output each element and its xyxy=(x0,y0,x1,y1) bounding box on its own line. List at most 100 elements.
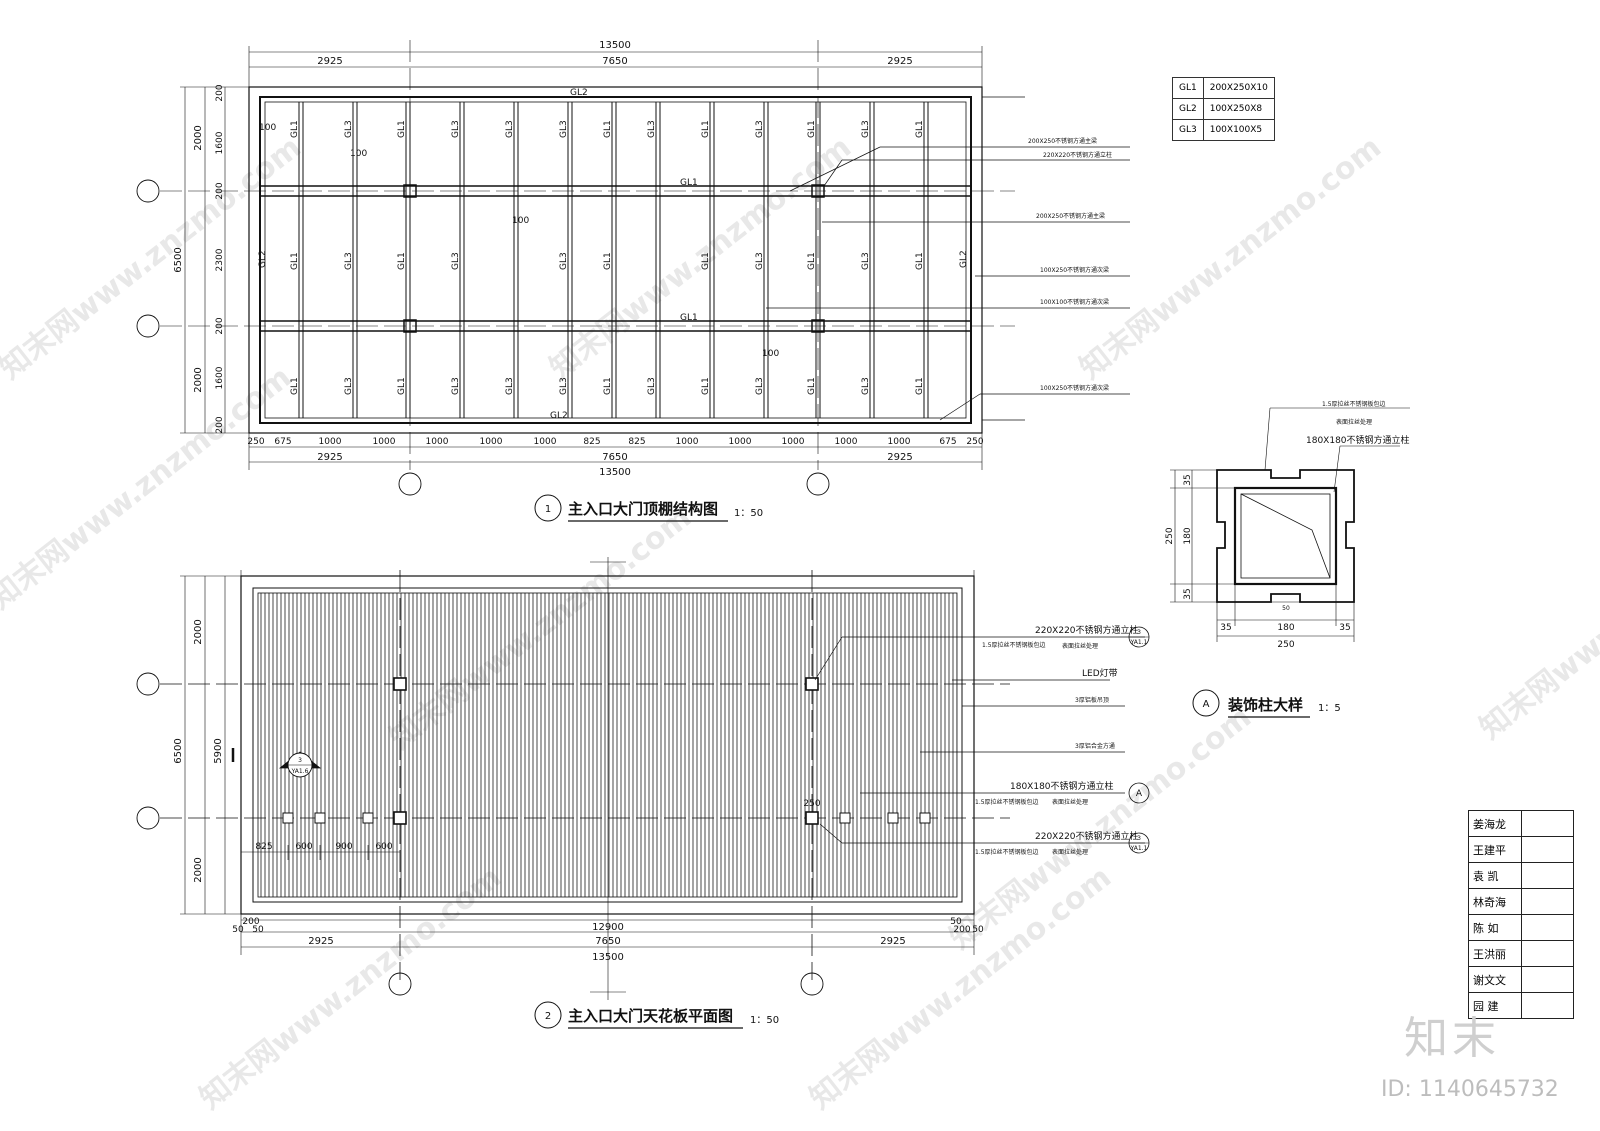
plan1-beam-label: GL1 xyxy=(701,252,711,270)
plan1-beam-label: GL1 xyxy=(680,313,698,323)
plan1-beam-label: GL3 xyxy=(451,377,461,395)
plan1-beam-label: GL1 xyxy=(915,120,925,138)
plan1-dim-seg: 1000 xyxy=(534,437,557,447)
plan1-beam-label: GL3 xyxy=(861,252,871,270)
plan1-dim-left-inner: 200 xyxy=(215,416,225,433)
plan2-ref-sheet: YA1.1 xyxy=(1130,639,1148,646)
plan1-beam-label: GL3 xyxy=(755,252,765,270)
plan1-beam-label: GL1 xyxy=(397,377,407,395)
plan2-ref-num: 3 xyxy=(1137,835,1141,842)
watermark-text: 知末网www.znzmo.com xyxy=(943,700,1258,957)
plan1-dim-left-inner: 200 xyxy=(215,84,225,101)
plan2-dim-total: 13500 xyxy=(592,952,624,963)
plan2-callout-sub: 表面拉丝处理 xyxy=(1052,798,1088,806)
signature-name: 姜海龙 xyxy=(1468,810,1522,837)
signature-row: 姜海龙 xyxy=(1468,810,1574,837)
legend-size: 100X100X5 xyxy=(1202,119,1275,141)
plan1-spacing: 100 xyxy=(762,349,779,359)
signature-name: 王洪丽 xyxy=(1468,940,1522,967)
signature-name: 陈 如 xyxy=(1468,914,1522,941)
plan2-dim-small: 50 xyxy=(950,917,962,927)
plan2-led-border xyxy=(252,587,963,903)
plan1-marker-number: 1 xyxy=(545,504,551,515)
plan1-dim-left-inner: 1600 xyxy=(215,366,225,389)
legend-code: GL2 xyxy=(1172,98,1204,120)
plan1-dim-total-bottom: 13500 xyxy=(599,467,631,478)
plan2-dim-inner: 12900 xyxy=(592,922,624,933)
plan2-title-marker xyxy=(534,1001,562,1029)
plan1-beam-label: GL2 xyxy=(959,250,969,268)
legend-size: 100X250X8 xyxy=(1202,98,1275,120)
plan1-dim-left-inner: 2300 xyxy=(215,248,225,271)
plan2-labels: 12900 2925 7650 2925 13500 50 200 50 50 … xyxy=(173,619,1148,1029)
plan1-beam-label: GL3 xyxy=(861,120,871,138)
plan1-frame-gl2 xyxy=(259,96,972,424)
signature-blank xyxy=(1521,914,1574,941)
detail-a-dim: 35 xyxy=(1183,588,1193,599)
plan1-beam-label: GL1 xyxy=(915,252,925,270)
plan2-elev-num: 3 xyxy=(298,757,302,764)
plan1-dim-seg: 250 xyxy=(966,437,983,447)
plan2-dim-seg: 2925 xyxy=(880,936,905,947)
detail-a-dim: 35 xyxy=(1220,623,1231,633)
plan1-beam-label: GL1 xyxy=(603,252,613,270)
detail-a-marker-letter: A xyxy=(1203,699,1210,710)
detail-a-dim: 35 xyxy=(1183,474,1193,485)
plan2-ref-num: A xyxy=(1136,789,1143,799)
plan2-posts xyxy=(393,677,819,825)
plan2-ref-sheet: YA1.1 xyxy=(1130,845,1148,852)
plan2-axis-bubble xyxy=(800,972,824,996)
plan2-callout: LED灯带 xyxy=(1082,668,1118,679)
plan1-dim-bottom: 2925 xyxy=(317,452,342,463)
detail-a-labels: 1.5厚拉丝不锈钢板包边 表面拉丝处理 180X180不锈钢方通立柱 35 18… xyxy=(1165,400,1410,718)
plan1-beam-label: GL2 xyxy=(570,88,588,98)
plan2-callout: 3厚铝板吊顶 xyxy=(1075,696,1109,704)
plan2-axis-bubble xyxy=(136,806,160,830)
plan1-title-marker xyxy=(534,494,562,522)
signature-row: 谢文文 xyxy=(1468,966,1574,993)
plan1-dim-left: 2000 xyxy=(193,367,204,392)
plan1-beam-label: GL3 xyxy=(559,120,569,138)
plan1-beam-label: GL3 xyxy=(344,252,354,270)
plan1-post xyxy=(811,184,825,198)
plan1-callout: 200X250不锈钢方通主梁 xyxy=(1028,137,1097,145)
watermark-text: 知末网www.znzmo.com xyxy=(1073,130,1388,387)
detail-a-dim: 35 xyxy=(1339,623,1350,633)
plan2-leaders xyxy=(814,636,1145,844)
plan1-beam-label: GL1 xyxy=(603,377,613,395)
signature-name: 袁 凯 xyxy=(1468,862,1522,889)
plan1-dim-seg: 250 xyxy=(247,437,264,447)
plan2-callout: 3厚铝合金方通 xyxy=(1075,742,1115,750)
plan1-beam-label: GL1 xyxy=(915,377,925,395)
signature-row: 袁 凯 xyxy=(1468,862,1574,889)
plan1-scale: 1：50 xyxy=(734,508,763,519)
signature-table: 姜海龙 王建平 袁 凯 林奇海 陈 如 王洪丽 谢文文 园 建 xyxy=(1468,810,1574,1019)
plan1-beam-label: GL3 xyxy=(451,252,461,270)
legend-row: GL1 200X250X10 xyxy=(1172,77,1275,99)
plan2-dim-small: 50 xyxy=(972,925,984,935)
detail-a-dims xyxy=(1170,407,1410,642)
detail-a-dim: 250 xyxy=(1277,640,1294,650)
plan1-dim-bottom: 2925 xyxy=(887,452,912,463)
plan1-dim-seg: 675 xyxy=(274,437,291,447)
plan1-dim-left-inner: 1600 xyxy=(215,131,225,154)
plan1-beam-label: GL3 xyxy=(647,377,657,395)
plan2-post-dim: 250 xyxy=(803,799,820,809)
plan2-ref-bubble xyxy=(1128,782,1150,804)
detail-a-dim: 180 xyxy=(1277,623,1294,633)
plan1-callout: 100X100不锈钢方通次梁 xyxy=(1040,298,1109,306)
plan1-beam-label: GL1 xyxy=(290,377,300,395)
signature-blank xyxy=(1521,862,1574,889)
plan1-beam-label: GL1 xyxy=(807,120,817,138)
plan1-beam-label: GL3 xyxy=(559,377,569,395)
detail-a-tube-outer xyxy=(1233,486,1338,586)
plan1-beam-label: GL3 xyxy=(451,120,461,138)
watermark-text: 知末网www.znzmo.com xyxy=(1473,490,1600,747)
signature-name: 王建平 xyxy=(1468,836,1522,863)
plan1-beam-label: GL3 xyxy=(647,120,657,138)
plan1-dim-seg: 1000 xyxy=(480,437,503,447)
plan1-dim-seg: 825 xyxy=(628,437,645,447)
signature-row: 陈 如 xyxy=(1468,914,1574,941)
plan2-light-dim: 600 xyxy=(375,842,392,852)
